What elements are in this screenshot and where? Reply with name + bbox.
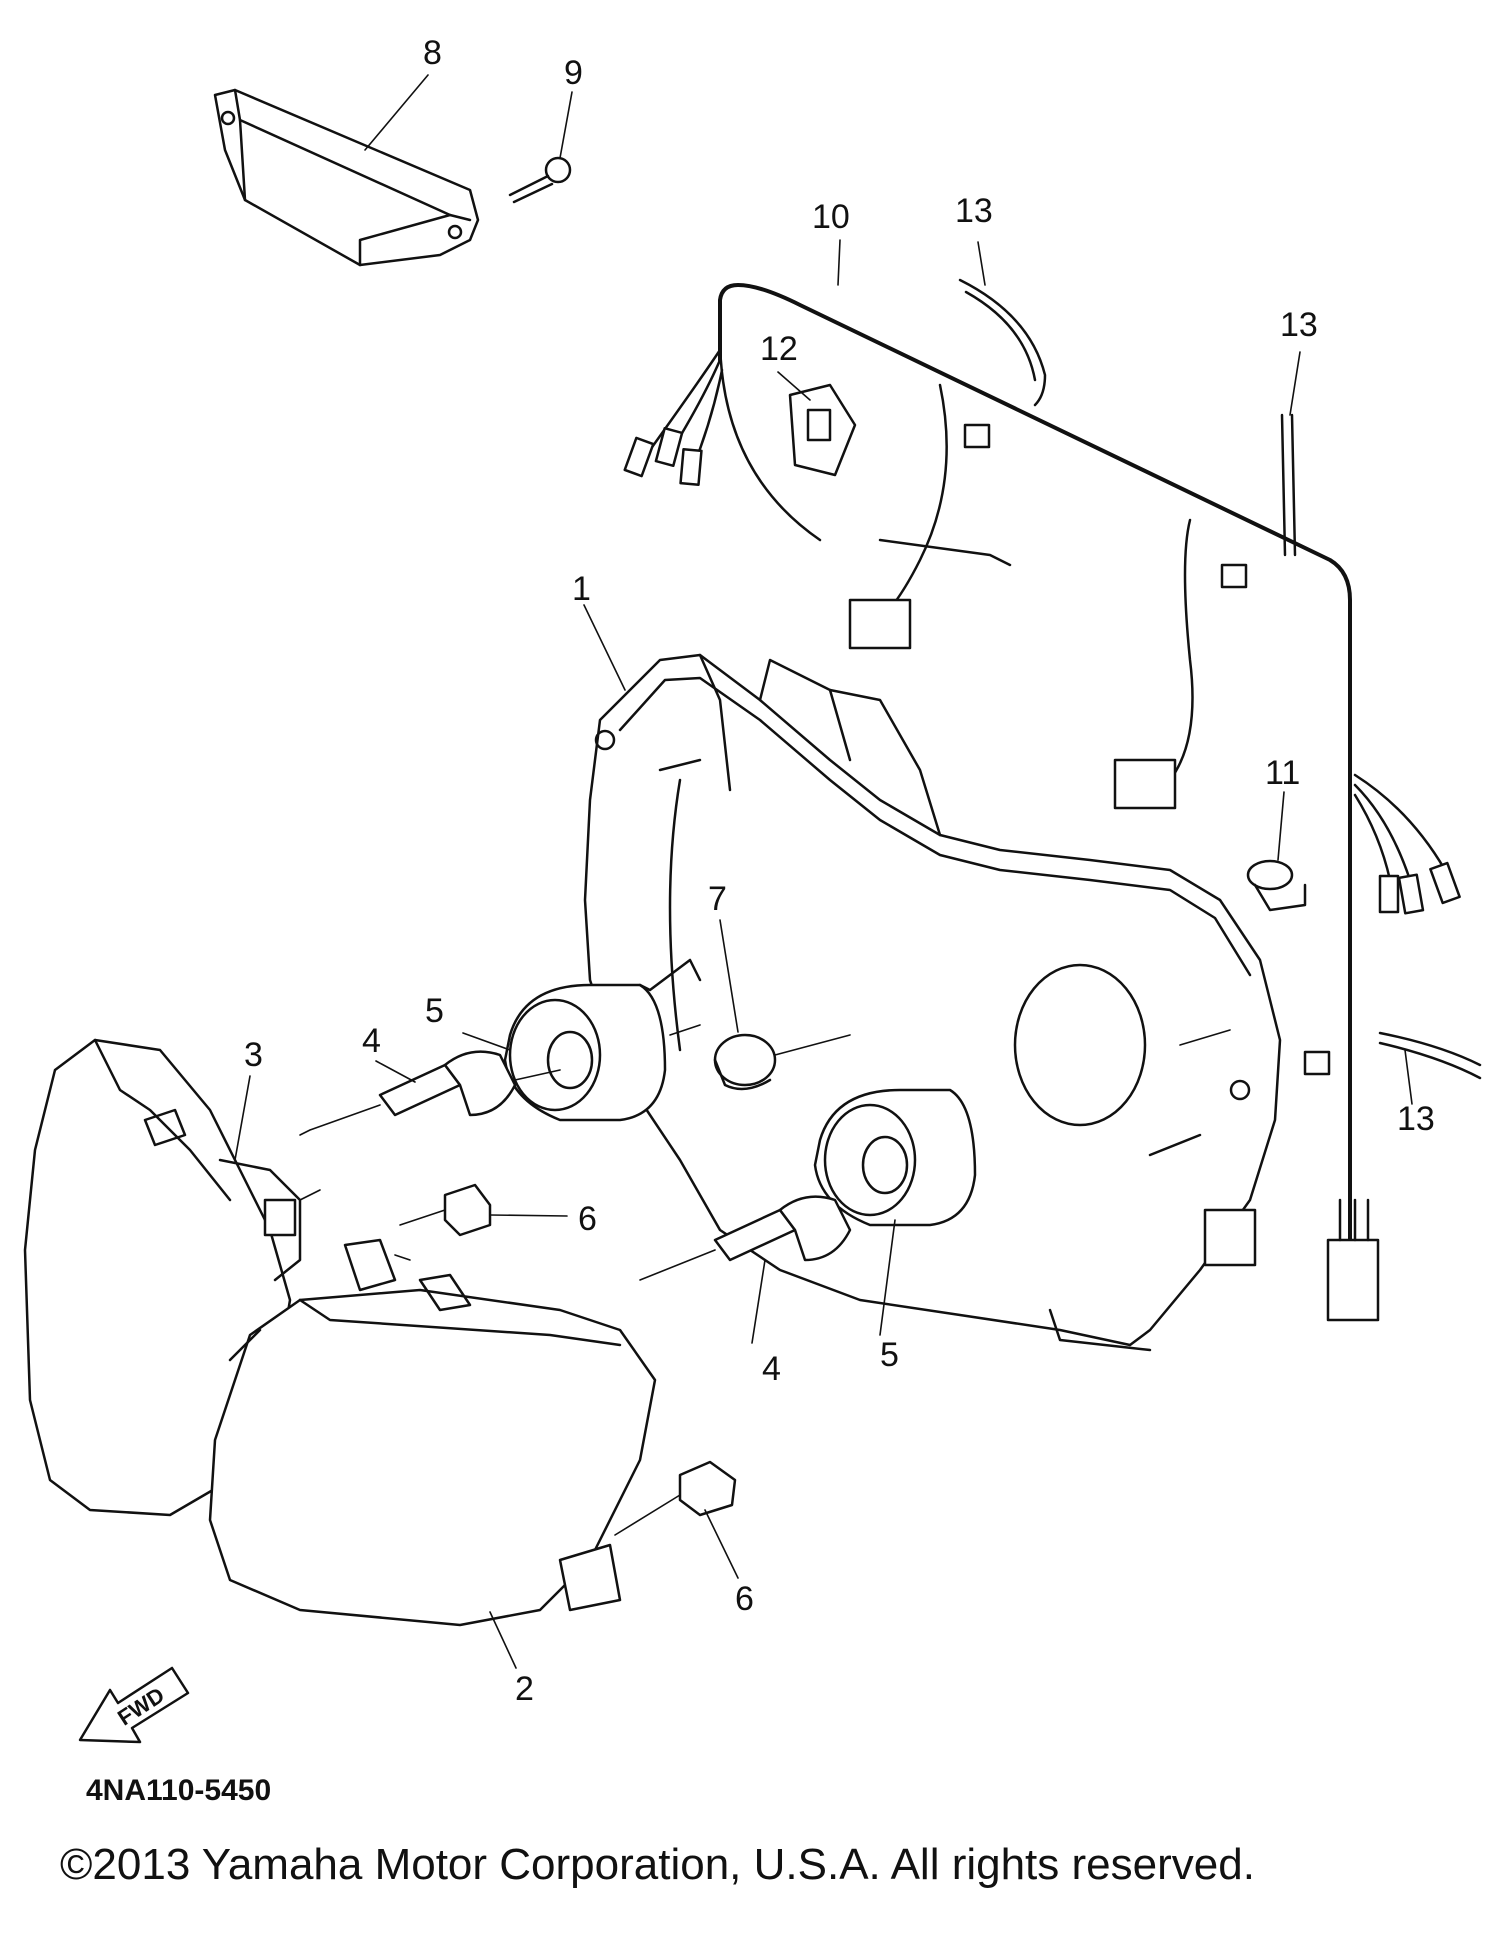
callout-2: 2 — [515, 1670, 534, 1708]
part-6-cover-upper — [399, 1183, 492, 1237]
callout-4a: 4 — [362, 1022, 381, 1060]
forward-arrow: FWD — [78, 1666, 190, 1744]
part-7-cap — [713, 1033, 851, 1091]
callout-6b: 6 — [735, 1580, 754, 1618]
callout-5a: 5 — [425, 992, 444, 1030]
callout-13c: 13 — [1397, 1100, 1435, 1138]
callout-11: 11 — [1265, 754, 1300, 792]
callout-3: 3 — [244, 1036, 263, 1074]
callout-1: 1 — [572, 570, 591, 608]
part-5-socket-upper — [503, 958, 702, 1122]
part-12-holder — [788, 383, 857, 477]
callout-5b: 5 — [880, 1336, 899, 1374]
part-10-wire-harness — [623, 283, 1461, 1322]
copyright-notice: ©2013 Yamaha Motor Corporation, U.S.A. A… — [60, 1840, 1255, 1889]
leader-lines — [234, 74, 1413, 1669]
part-6-cover-lower — [614, 1460, 737, 1536]
part-13-cable-ties — [958, 278, 1482, 1080]
diagram-part-code: 4NA110-5450 — [86, 1774, 271, 1807]
part-4-bulb-lower — [639, 1195, 852, 1281]
part-8-cover — [213, 88, 480, 267]
part-11-clamp — [1246, 859, 1307, 912]
callout-4b: 4 — [762, 1350, 781, 1388]
part-5-socket-lower — [813, 1088, 977, 1227]
part-1-housing — [583, 653, 1282, 1352]
part-9-screw — [508, 156, 572, 204]
callout-9: 9 — [564, 54, 583, 92]
callout-7: 7 — [708, 880, 727, 918]
part-4-bulb-upper — [299, 1050, 561, 1136]
part-2-lens-lower — [208, 1238, 657, 1627]
callout-13a: 13 — [955, 192, 993, 230]
callout-numbers: 8 9 10 13 13 12 1 11 7 5 4 3 13 6 4 5 6 … — [244, 34, 1435, 1708]
callout-13b: 13 — [1280, 306, 1318, 344]
callout-8: 8 — [423, 34, 442, 72]
callout-6a: 6 — [578, 1200, 597, 1238]
callout-10: 10 — [812, 198, 850, 236]
callout-12: 12 — [760, 330, 798, 368]
